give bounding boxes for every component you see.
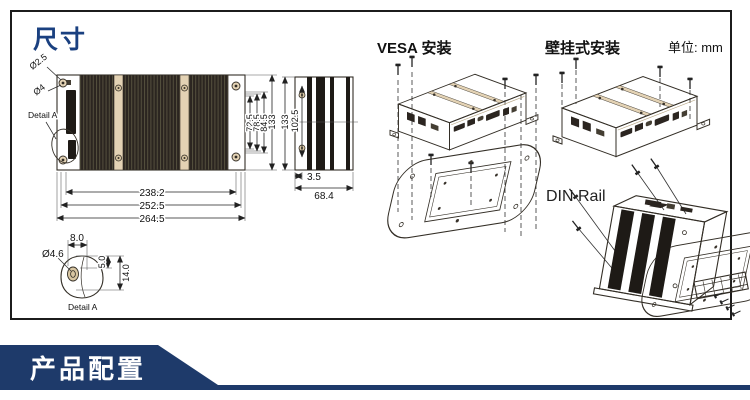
dim-side-102-5: 102.5 xyxy=(290,110,300,133)
dim-dia-large: Ø4 xyxy=(31,82,47,97)
dim-84-5: 84.5 xyxy=(259,114,269,132)
dim-side-68-4: 68.4 xyxy=(314,191,334,202)
dim-78-5: 78.5 xyxy=(252,114,262,132)
wall-mount-label: 壁挂式安装 xyxy=(545,40,621,57)
vesa-mount-drawing xyxy=(381,54,547,243)
wall-mount-drawing xyxy=(552,56,711,158)
top-view-drawing: Ø2.5 Ø4 Detail A 72.5 78.5 84.5 133 238.… xyxy=(26,50,279,226)
dim-264-5: 264.5 xyxy=(139,214,164,225)
dim-238-2: 238.2 xyxy=(139,188,164,199)
section-banner-underline xyxy=(0,385,750,390)
din-rail-drawing xyxy=(566,156,750,321)
dim-side-133: 133 xyxy=(280,114,290,129)
detail-a-drawing: 8.0 Ø4.6 5.0 14.0 Detail A xyxy=(41,232,133,314)
dim-72-5: 72.5 xyxy=(245,114,255,132)
dim-detail-5-0: 5.0 xyxy=(97,256,107,269)
dim-side-3-5: 3.5 xyxy=(307,172,321,183)
dim-252-5: 252.5 xyxy=(139,201,164,212)
dim-133-top: 133 xyxy=(267,114,277,129)
detail-a-callout: Detail A xyxy=(28,110,58,120)
page-title-dimensions: 尺寸 xyxy=(33,26,88,54)
dim-detail-14-0: 14.0 xyxy=(121,264,131,282)
section-title-product-config: 产品配置 xyxy=(30,354,147,384)
detail-a-label: Detail A xyxy=(68,302,98,312)
dim-detail-8-0: 8.0 xyxy=(70,233,84,244)
unit-label: 单位: mm xyxy=(668,40,723,55)
vesa-mount-label: VESA 安装 xyxy=(377,40,452,57)
dim-detail-dia: Ø4.6 xyxy=(42,249,64,260)
side-view-drawing: 133 102.5 3.5 68.4 xyxy=(279,76,358,204)
din-rail-label: DIN Rail xyxy=(546,188,606,205)
